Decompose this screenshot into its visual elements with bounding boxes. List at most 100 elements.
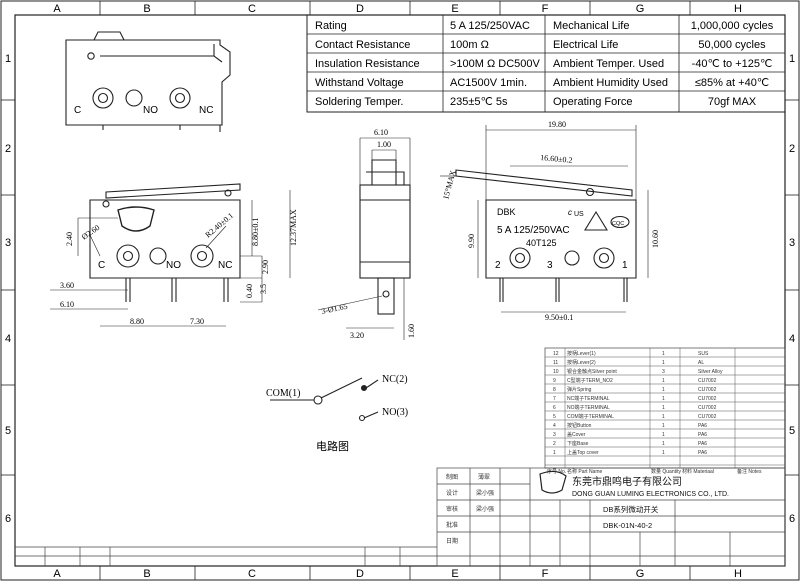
col-label-bottom: A <box>53 568 61 580</box>
row-label-left: 5 <box>5 425 11 437</box>
spec-label: Withstand Voltage <box>315 77 404 89</box>
parts-row-material: AL <box>698 360 704 366</box>
row-label-left: 2 <box>5 143 11 155</box>
company-en: DONG GUAN LUMING ELECTRONICS CO., LTD. <box>572 491 729 498</box>
tb-label: 设计 <box>446 489 458 497</box>
spec-label: Contact Resistance <box>315 39 410 51</box>
brand-mark: DBK <box>497 207 516 217</box>
terminal-label: NO <box>166 260 181 271</box>
parts-row-qty: 1 <box>662 360 665 366</box>
title-block <box>15 467 786 567</box>
parts-row-no: 4 <box>553 423 556 429</box>
terminal-label: C <box>74 105 81 116</box>
spec-table: Rating 5 A 125/250VAC Mechanical Life 1,… <box>306 14 786 113</box>
dim-text: 3-Ø1.65 <box>321 302 349 316</box>
parts-row-material: CU7002 <box>698 414 717 420</box>
parts-row-qty: 1 <box>662 396 665 402</box>
parts-row-no: 5 <box>553 414 556 420</box>
tb-value: 梁小强 <box>476 489 494 497</box>
parts-row-no: 9 <box>553 378 556 384</box>
dim-text: 10.60 <box>651 230 660 248</box>
dim-text: 2.40 <box>65 232 74 246</box>
front-view-dimension-lines <box>50 190 291 327</box>
spec-value: >100M Ω DC500V <box>450 58 541 70</box>
dim-text: R2.40±0.1 <box>204 211 236 240</box>
front-view-labels: C NO NC <box>98 260 232 271</box>
frame-labels: A B C D E F G H A B C D E F G H 1 2 3 4 … <box>5 3 795 580</box>
spec-value: 1,000,000 cycles <box>691 20 774 32</box>
col-label-bottom: F <box>542 568 549 580</box>
side-view-dimension-lines <box>317 137 411 340</box>
parts-row-material: PA6 <box>698 450 707 456</box>
spec-label: Soldering Temper. <box>315 96 403 108</box>
top-view <box>65 31 231 132</box>
parts-row-no: 11 <box>553 360 558 366</box>
parts-row-no: 3 <box>553 432 556 438</box>
parts-row-name: 按柄Lever(2) <box>567 359 596 366</box>
col-label-bottom: C <box>248 568 256 580</box>
row-label-left: 1 <box>5 53 11 65</box>
col-label-bottom: G <box>636 568 645 580</box>
right-view-dimension-lines <box>440 125 649 313</box>
tb-value: 梁小强 <box>476 505 494 513</box>
dim-text: 19.80 <box>548 120 566 129</box>
spec-value: 5 A 125/250VAC <box>450 20 530 32</box>
spec-label: Insulation Resistance <box>315 58 420 70</box>
tb-label: 审核 <box>446 505 458 513</box>
col-label-top: H <box>734 3 742 15</box>
parts-row-name: 按钮Button <box>567 422 592 429</box>
spec-label: Mechanical Life <box>553 20 629 32</box>
row-label-right: 5 <box>789 425 795 437</box>
dim-text: 1.00 <box>377 140 391 149</box>
parts-row-material: PA6 <box>698 441 707 447</box>
parts-row-name: COM端子TERMINAL <box>567 413 614 420</box>
com-label: COM(1) <box>266 388 300 399</box>
parts-row-qty: 1 <box>662 378 665 384</box>
row-label-right: 2 <box>789 143 795 155</box>
tb-label: 批准 <box>446 521 458 529</box>
spec-value: -40℃ to +125℃ <box>692 58 773 70</box>
parts-header-material: 材料 Materiaal <box>682 468 714 475</box>
parts-row-name: 上盖Top cover <box>567 449 599 456</box>
col-label-top: B <box>143 3 150 15</box>
row-label-left: 6 <box>5 513 11 525</box>
spec-value: 100m Ω <box>450 39 489 51</box>
dim-text: 0.40 <box>245 284 254 298</box>
spec-label: Operating Force <box>553 96 632 108</box>
parts-row-name: 银合金触点Silver point <box>567 368 617 375</box>
col-label-top: E <box>451 3 458 15</box>
tb-label: 制图 <box>446 473 458 481</box>
parts-row-name: C型端子TERM_NO2 <box>567 377 613 384</box>
parts-row-name: NC端子TERMINAL <box>567 395 610 402</box>
dim-text: 6.10 <box>374 128 388 137</box>
part-number: DBK-01N-40-2 <box>603 521 652 530</box>
parts-row-name: 盖Cover <box>567 431 586 438</box>
row-label-left: 3 <box>5 237 11 249</box>
parts-row-qty: 1 <box>662 441 665 447</box>
row-label-left: 4 <box>5 333 11 345</box>
pin-label: 3 <box>547 260 553 271</box>
parts-row-name: 弹片Spring <box>567 386 592 393</box>
top-view-labels: C NO NC <box>74 105 213 116</box>
parts-row-qty: 1 <box>662 423 665 429</box>
company-cn: 东莞市鼎鸣电子有限公司 <box>572 475 682 488</box>
terminal-label: NC <box>199 105 213 116</box>
dim-text: 3.20 <box>350 331 364 340</box>
parts-header-name: 名称 Part Name <box>567 468 603 475</box>
col-label-top: C <box>248 3 256 15</box>
tb-label: 日期 <box>446 537 458 545</box>
parts-row-no: 1 <box>553 450 556 456</box>
parts-row-name: NO端子TERMINAL <box>567 404 610 411</box>
title-block-text: 制图 薄翠 设计 梁小强 审核 梁小强 批准 日期 东莞市鼎鸣电子有限公司 DO… <box>446 473 729 545</box>
spec-label: Rating <box>315 20 347 32</box>
side-view-dimensions: 6.10 1.00 3-Ø1.65 3.20 1.60 <box>321 128 416 340</box>
parts-row-no: 10 <box>553 369 559 375</box>
dim-text: 16.60±0.2 <box>540 153 573 165</box>
col-label-top: G <box>636 3 645 15</box>
spec-value: AC1500V 1min. <box>450 77 527 89</box>
parts-row-qty: 1 <box>662 405 665 411</box>
